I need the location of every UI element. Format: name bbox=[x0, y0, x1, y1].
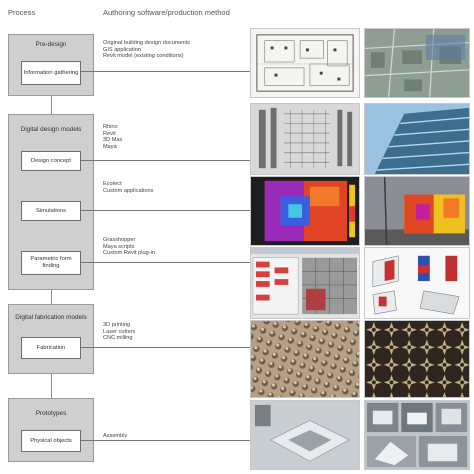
tool-item: Ecotect bbox=[103, 181, 122, 187]
step-label: Simulations bbox=[36, 207, 66, 214]
tools-parametric-form-finding: Grasshopper Maya scripts Custom Revit pl… bbox=[103, 237, 243, 257]
step-connector-line bbox=[80, 262, 250, 263]
tool-item: 3D printing bbox=[103, 322, 131, 328]
3d-printed-texture-closeup bbox=[250, 320, 360, 398]
stage-digital-fabrication-models: Digital fabrication models Fabrication bbox=[8, 304, 94, 374]
step-connector-line bbox=[80, 210, 250, 211]
stage-prototypes: Prototypes Physical objects bbox=[8, 398, 94, 462]
tools-physical-objects: Assembly bbox=[103, 433, 243, 440]
tool-item: Custom Revit plug-in bbox=[103, 250, 155, 257]
floor-plan-drawing bbox=[250, 28, 360, 98]
stage-digital-design-models: Digital design models Design concept Sim… bbox=[8, 114, 94, 290]
step-parametric-form-finding: Parametric form finding bbox=[21, 251, 81, 275]
step-connector-line bbox=[80, 347, 250, 348]
tool-item: Assembly bbox=[103, 433, 128, 439]
step-physical-objects: Physical objects bbox=[21, 430, 81, 452]
thermal-simulation-plot bbox=[250, 176, 360, 246]
step-label: Physical objects bbox=[30, 437, 72, 444]
tools-information-gathering: Original building design documents GIS a… bbox=[103, 40, 243, 60]
step-simulations: Simulations bbox=[21, 201, 81, 221]
stage-connector bbox=[51, 374, 52, 398]
step-connector-line bbox=[80, 71, 250, 72]
tools-simulations: Ecotect Custom applications bbox=[103, 181, 243, 194]
stage-title: Digital design models bbox=[20, 126, 82, 133]
process-header: Process bbox=[8, 8, 36, 17]
tool-item: Revit bbox=[103, 130, 116, 137]
tool-item: 3D Max bbox=[103, 137, 123, 144]
physical-model-prototype bbox=[250, 400, 360, 470]
heat-map-building-overlay bbox=[364, 176, 470, 246]
tool-item: GIS application bbox=[103, 46, 141, 53]
stage-title: Prototypes bbox=[35, 410, 67, 417]
tool-item: Grasshopper bbox=[103, 237, 136, 243]
step-information-gathering: Information gathering bbox=[21, 61, 81, 85]
facade-panel-render bbox=[250, 103, 360, 175]
step-connector-line bbox=[80, 160, 250, 161]
step-design-concept: Design concept bbox=[21, 151, 81, 171]
tool-item: Laser cutters bbox=[103, 328, 136, 335]
stage-title: Digital fabrication models bbox=[15, 314, 87, 321]
tool-item: Maya bbox=[103, 143, 117, 150]
laser-cut-panel-pattern bbox=[364, 320, 470, 398]
tool-item: Original building design documents bbox=[103, 40, 191, 46]
method-header: Authoring software/production method bbox=[103, 8, 230, 17]
grasshopper-software-screenshot bbox=[250, 247, 360, 319]
stage-pre-design: Pre-design Information gathering bbox=[8, 34, 94, 96]
building-facade-photo bbox=[364, 103, 470, 175]
step-fabrication: Fabrication bbox=[21, 337, 81, 359]
tools-fabrication: 3D printing Laser cutters CNC milling bbox=[103, 322, 243, 342]
tool-item: Rhino bbox=[103, 124, 118, 130]
parametric-panel-diagrams bbox=[364, 247, 470, 319]
tool-item: Maya scripts bbox=[103, 243, 135, 250]
tool-item: CNC milling bbox=[103, 335, 133, 342]
gis-aerial-map bbox=[364, 28, 470, 98]
prototype-photo-collage bbox=[364, 400, 470, 470]
tools-design-concept: Rhino Revit 3D Max Maya bbox=[103, 124, 243, 150]
stage-connector bbox=[51, 96, 52, 114]
step-label: Information gathering bbox=[23, 69, 79, 76]
step-label: Parametric form finding bbox=[30, 256, 72, 269]
stage-connector bbox=[51, 290, 52, 304]
stage-title: Pre-design bbox=[35, 41, 67, 48]
step-label: Fabrication bbox=[36, 344, 66, 351]
tool-item: Revit model (existing conditions) bbox=[103, 53, 184, 60]
step-label: Design concept bbox=[31, 157, 71, 164]
step-connector-line bbox=[80, 440, 250, 441]
tool-item: Custom applications bbox=[103, 187, 154, 194]
